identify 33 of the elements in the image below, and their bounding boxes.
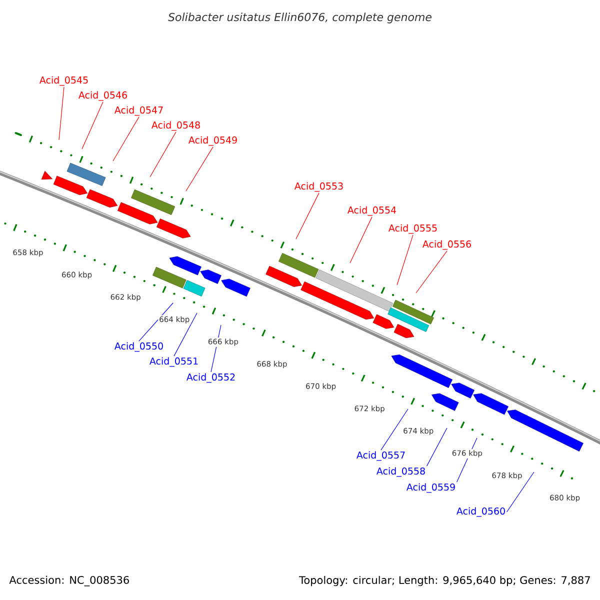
leader-line [186,146,214,192]
gene-label: Acid_0552 [186,373,235,383]
gene-label: Acid_0548 [152,121,200,131]
gene-label: Acid_0557 [356,451,405,461]
footer-text: Topology: circular; Length: 9,965,640 bp; Genes: 7,887 [299,576,590,586]
leader-line [174,312,198,356]
gene-label: Acid_0555 [388,224,437,234]
leader-line [296,192,320,240]
gene-label: Acid_0553 [294,182,343,192]
gene-label: Acid_0560 [456,507,505,517]
gene-label: Acid_0556 [422,240,471,250]
leader-line [82,102,104,150]
gene-label: Acid_0551 [150,357,198,367]
gene-label: Acid_0558 [376,467,425,477]
gene-label: Acid_0550 [114,342,163,352]
leader-line [506,472,534,512]
leader-line [150,132,176,178]
leader-line [380,408,408,450]
gene-label: Acid_0549 [188,136,237,146]
title: Solibacter usitatus Ellin6076, complete genome [168,12,432,24]
gene-label: Acid_0554 [348,206,396,216]
leader-line [350,216,372,264]
leader-line [396,234,414,286]
leader-line [416,250,448,294]
leader-line [58,86,64,140]
leader-line [138,302,174,342]
gene-label: Acid_0546 [78,91,127,101]
gene-label: Acid_0559 [406,483,455,493]
footer-text: Accession: NC_008536 [9,576,129,586]
gene-label: Acid_0547 [114,106,163,116]
gene-label: Acid_0545 [40,76,88,86]
leader-line [426,428,448,466]
leader-line [112,116,140,162]
